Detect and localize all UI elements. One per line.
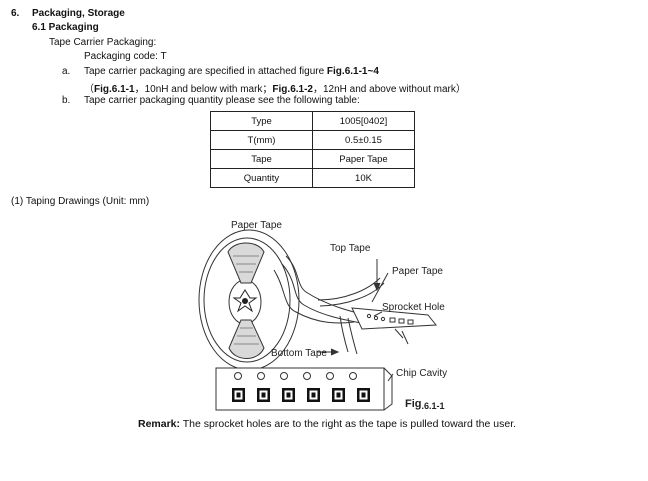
reel-window-bottom <box>228 319 265 359</box>
item-a-text-body: Tape carrier packaging are specified in … <box>84 66 327 77</box>
item-a-figure-ref: Fig.6.1-1~4 <box>326 66 379 77</box>
sprocket-hole <box>349 372 357 380</box>
item-b-text: Tape carrier packaging quantity please s… <box>84 95 360 106</box>
label-sprocket-hole: Sprocket Hole <box>382 302 445 313</box>
chip-cavity-pointer <box>387 373 394 382</box>
item-a-text: Tape carrier packaging are specified in … <box>84 66 379 77</box>
remark-text: The sprocket holes are to the right as t… <box>180 418 517 430</box>
packaging-code-label: Packaging code: T <box>84 51 167 62</box>
chip-cavity-row <box>232 388 370 402</box>
table-row: Type 1005[0402] <box>210 111 415 131</box>
table-cell: 10K <box>312 168 415 188</box>
chip-cavity <box>332 388 345 402</box>
reel-inner-rim <box>203 237 291 363</box>
tape-strip-pockets <box>389 317 414 325</box>
sprocket-hole <box>234 372 242 380</box>
label-arrows <box>317 259 409 356</box>
item-a-subline-open: （ <box>84 84 94 95</box>
reel-window-top <box>227 242 265 284</box>
item-a-subline-mid: ，10nH and below with mark； <box>134 84 273 95</box>
sprocket-hole <box>257 372 265 380</box>
sprocket-hole <box>280 372 288 380</box>
paper-tape-path <box>285 255 381 319</box>
packaging-quantity-table: Type 1005[0402] T(mm) 0.5±0.15 Tape Pape… <box>210 111 415 188</box>
label-paper-tape: Paper Tape <box>392 266 443 277</box>
label-paper-tape-reel: Paper Tape <box>231 220 282 231</box>
section-title: Packaging, Storage <box>32 8 125 19</box>
item-b-marker: b. <box>62 95 71 106</box>
figure-caption-main: Fig <box>405 398 422 410</box>
item-a-marker: a. <box>62 66 71 77</box>
chip-cavity <box>232 388 245 402</box>
sprocket-hole-row <box>234 372 357 380</box>
figure-caption: Fig.6.1-1 <box>405 398 445 411</box>
table-row: Quantity 10K <box>210 168 415 188</box>
label-bottom-tape: Bottom Tape <box>271 348 327 359</box>
taping-drawings-title: (1) Taping Drawings (Unit: mm) <box>11 196 150 207</box>
remark: Remark: The sprocket holes are to the ri… <box>138 418 516 430</box>
section-number: 6. <box>11 8 20 19</box>
remark-label: Remark: <box>138 418 181 430</box>
tape-carrier-label: Tape Carrier Packaging: <box>49 37 157 48</box>
item-a-subline-ref1: Fig.6.1-1 <box>94 84 135 95</box>
chip-cavity <box>307 388 320 402</box>
bottom-tape-path <box>339 315 349 353</box>
label-top-tape: Top Tape <box>330 243 371 254</box>
table-cell: Quantity <box>210 168 313 188</box>
item-a-subline-end: ，12nH and above without mark） <box>313 84 466 95</box>
sprocket-hole <box>326 372 334 380</box>
top-tape-path <box>317 277 381 301</box>
label-chip-cavity: Chip Cavity <box>396 368 447 379</box>
chip-cavity <box>257 388 270 402</box>
item-a-subline-ref2: Fig.6.1-2 <box>272 84 313 95</box>
sprocket-holes-small <box>366 313 386 322</box>
sprocket-hole <box>303 372 311 380</box>
subsection-title: 6.1 Packaging <box>32 22 99 33</box>
chip-cavity <box>357 388 370 402</box>
item-a-subline: （Fig.6.1-1，10nH and below with mark；Fig.… <box>84 80 466 95</box>
table-row: Tape Paper Tape <box>210 149 415 169</box>
chip-cavity <box>282 388 295 402</box>
figure-caption-sub: .6.1-1 <box>422 401 445 411</box>
